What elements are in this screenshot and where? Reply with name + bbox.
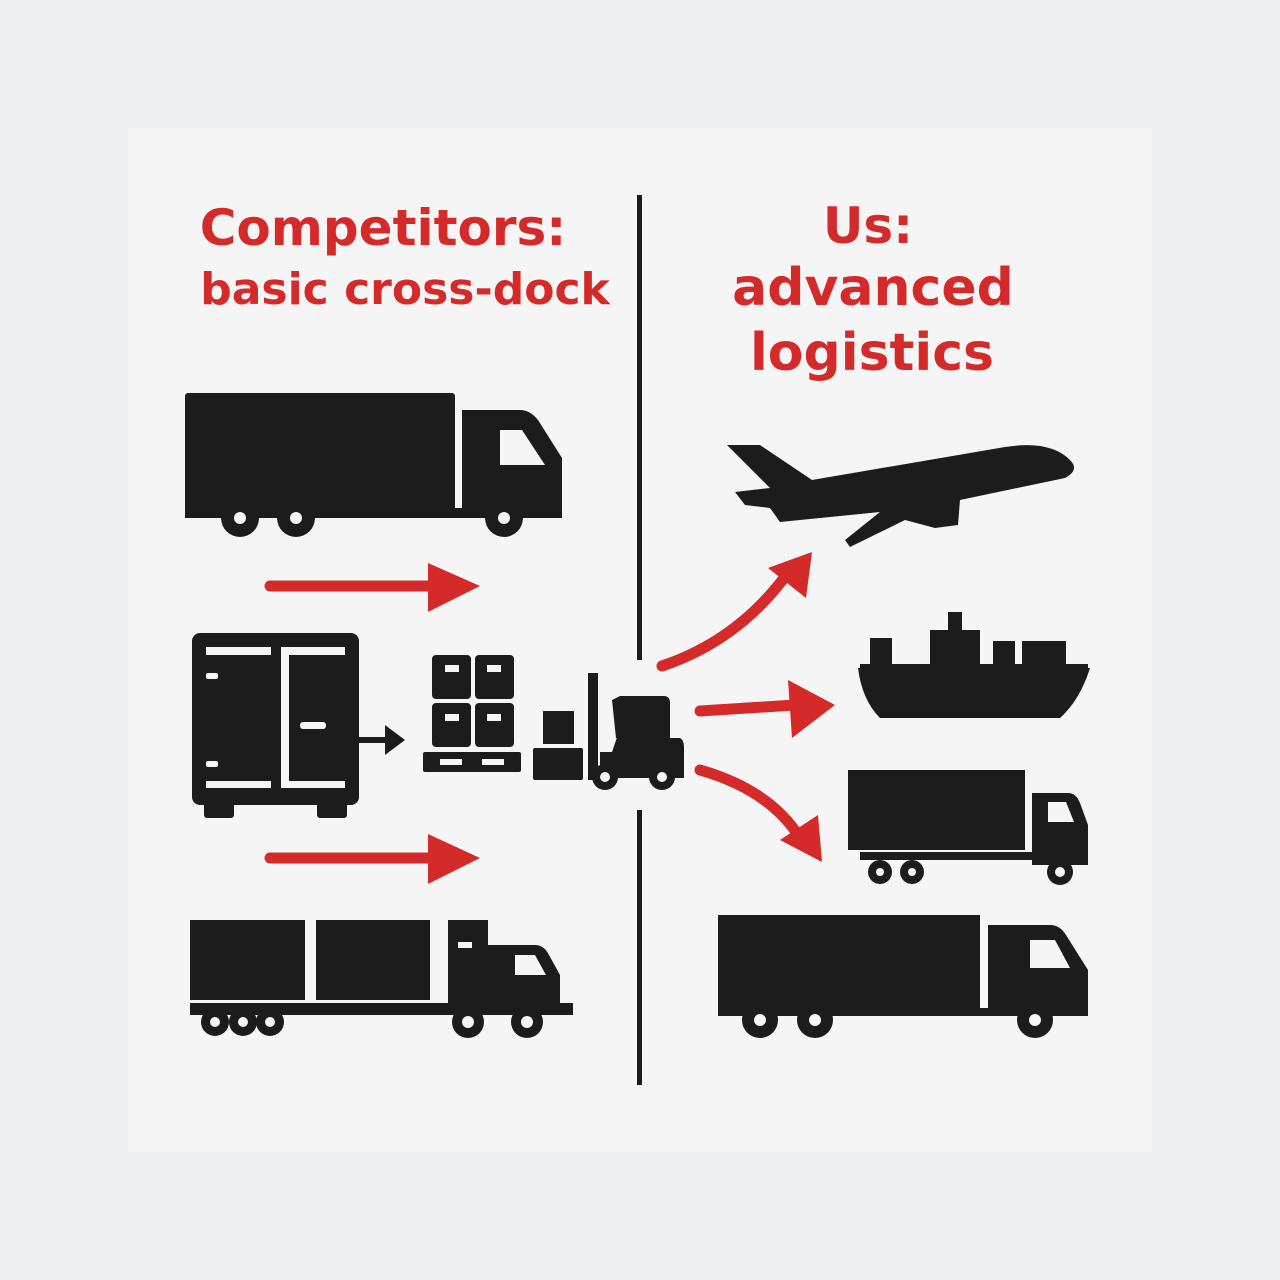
- cargo-ship-icon: [858, 612, 1090, 718]
- arrowhead: [768, 552, 812, 598]
- left-subtitle: basic cross-dock: [200, 264, 611, 315]
- right-subtitle-line1: advanced: [732, 258, 1014, 318]
- arrowhead: [780, 815, 822, 862]
- divider-line: [637, 195, 642, 1085]
- road-train-icon: [190, 920, 573, 1038]
- left-title: Competitors:: [200, 199, 567, 257]
- arrow-right-icon: [264, 834, 480, 884]
- arrow-to-sea-icon: [694, 699, 801, 717]
- box-truck-icon: [718, 915, 1088, 1038]
- arrow-to-air-icon: [656, 564, 796, 672]
- right-title: Us:: [823, 197, 913, 255]
- arrowhead: [788, 680, 835, 738]
- arrow-to-road-icon: [694, 764, 806, 844]
- delivery-truck-icon: [848, 770, 1088, 885]
- arrow-right-icon: [264, 563, 480, 612]
- container-icon: [192, 633, 405, 818]
- pallet-boxes-icon: [423, 655, 521, 772]
- box-truck-icon: [185, 393, 562, 537]
- airplane-icon: [727, 445, 1074, 547]
- forklift-icon: [533, 673, 684, 790]
- right-subtitle-line2: logistics: [750, 323, 994, 383]
